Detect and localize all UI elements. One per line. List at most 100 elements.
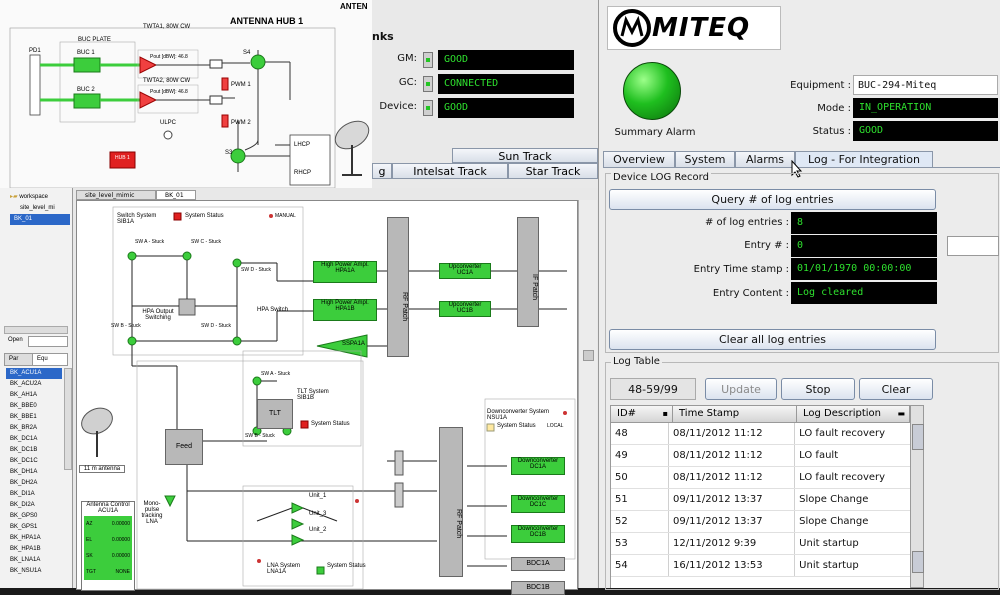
- equipment-list-item[interactable]: BK_HPA1B: [10, 546, 41, 552]
- equipment-list-item[interactable]: BK_AH1A: [10, 392, 38, 398]
- col-description[interactable]: Log Description ▬: [797, 406, 909, 422]
- hpa1a-box[interactable]: High Power Ampl. HPA1A: [313, 261, 377, 283]
- canvas-scrollbar-thumb[interactable]: [583, 350, 594, 361]
- unit1-label: Unit_1: [309, 493, 327, 499]
- equipment-list-item[interactable]: BK_DH2A: [10, 480, 38, 486]
- summary-alarm-led-icon: [623, 62, 681, 120]
- folder-icon: ▸▰: [10, 194, 18, 200]
- rf-patch-top[interactable]: RF Patch: [387, 217, 409, 357]
- tab-bk01[interactable]: BK_01: [156, 190, 196, 200]
- equipment-list-item[interactable]: BK_GPS1: [10, 524, 38, 530]
- tab-divider: [603, 167, 1000, 168]
- stop-button[interactable]: Stop: [781, 378, 855, 400]
- equipment-list-item[interactable]: BK_DI1A: [10, 491, 35, 497]
- equipment-list-item[interactable]: BK_DI2A: [10, 502, 35, 508]
- feed-box[interactable]: Feed: [165, 429, 203, 465]
- navigator-hscroll[interactable]: [4, 326, 68, 334]
- scrollbar-thumb[interactable]: [912, 424, 924, 450]
- equipment-list-scrollbar[interactable]: [64, 368, 72, 470]
- tab-alarms[interactable]: Alarms: [735, 151, 795, 167]
- tree-item-bk01[interactable]: BK_01: [10, 214, 70, 225]
- col-id[interactable]: ID#▪: [611, 406, 673, 422]
- antenna-dish-icon: [81, 407, 113, 457]
- device-panel: MITEQ Summary Alarm Equipment : BUC-294-…: [598, 0, 1000, 590]
- tree-item-site[interactable]: site_level_mi: [20, 205, 55, 211]
- query-log-button[interactable]: Query # of log entries: [609, 189, 936, 210]
- tab-cut[interactable]: g: [372, 163, 392, 179]
- sspa-label[interactable]: SSPA1A: [342, 341, 365, 347]
- hpa1b-box[interactable]: High Power Ampl. HPA1B: [313, 299, 377, 321]
- switch-status-label: System Status: [185, 213, 224, 219]
- table-cell: 54: [611, 554, 669, 577]
- dc1c-box[interactable]: Downconverter DC1C: [511, 495, 565, 513]
- log-table-header: ID#▪ Time Stamp Log Description ▬: [610, 405, 910, 423]
- entry-no-label: Entry # :: [744, 240, 789, 251]
- equipment-list-item[interactable]: BK_ACU2A: [10, 381, 42, 387]
- downconv-status-label: System Status: [497, 423, 536, 429]
- tree-workspace[interactable]: ▸▰ workspace: [6, 192, 48, 203]
- buc-plate-label: BUC PLATE: [78, 37, 111, 43]
- canvas-scrollbar[interactable]: [578, 200, 597, 588]
- hub1-label[interactable]: HUB 1: [115, 155, 130, 161]
- equipment-list-item[interactable]: BK_BR2A: [10, 425, 38, 431]
- tab-sun-track[interactable]: Sun Track: [452, 148, 598, 163]
- dc1b-box[interactable]: Downconverter DC1B: [511, 525, 565, 543]
- tlt-system-label: TLT System SIB1B: [297, 389, 329, 401]
- tab-system[interactable]: System: [675, 151, 735, 167]
- equipment-list-item[interactable]: BK_BBE0: [10, 403, 37, 409]
- equipment-list-item[interactable]: BK_GPS0: [10, 513, 38, 519]
- log-range: 48-59/99: [610, 378, 696, 400]
- equipment-list-item[interactable]: BK_DC1B: [10, 447, 38, 453]
- rf-patch-bottom[interactable]: RF Patch: [439, 427, 463, 577]
- col-timestamp[interactable]: Time Stamp: [673, 406, 797, 422]
- entry-time-value: 01/01/1970 00:00:00: [791, 258, 937, 280]
- equipment-list-item[interactable]: BK_DC1C: [10, 458, 38, 464]
- bdc1b-box[interactable]: BDC1B: [511, 581, 565, 595]
- log-table-scrollbar[interactable]: [910, 405, 924, 588]
- tab-log[interactable]: Log - For Integration: [795, 151, 933, 167]
- uc1a-box[interactable]: Upconverter UC1A: [439, 263, 491, 279]
- tab-site-level-mimic[interactable]: site_level_mimic: [76, 190, 156, 200]
- equipment-list-item[interactable]: BK_DC1A: [10, 436, 38, 442]
- tab-star-track[interactable]: Star Track: [508, 163, 598, 179]
- status-value: GOOD: [853, 121, 998, 141]
- equipment-list-item[interactable]: BK_ACU1A: [6, 368, 62, 379]
- if-patch[interactable]: IF Patch: [517, 217, 539, 327]
- uc1b-box[interactable]: Upconverter UC1B: [439, 301, 491, 317]
- update-button[interactable]: Update: [705, 378, 777, 400]
- antenna-label: 11 m antenna: [79, 465, 125, 473]
- tab-overview[interactable]: Overview: [603, 151, 675, 167]
- col-description-label: Log Description: [803, 408, 881, 419]
- scrollbar-thumb-2[interactable]: [912, 551, 924, 573]
- equipment-list-item[interactable]: BK_NSU1A: [10, 568, 42, 574]
- equipment-list-item[interactable]: BK_BBE1: [10, 414, 37, 420]
- clear-table-button[interactable]: Clear: [859, 378, 933, 400]
- dc1a-box[interactable]: Downconverter DC1A: [511, 457, 565, 475]
- hub-cut-title: ANTEN: [340, 2, 368, 11]
- sort-icon: ▪: [662, 409, 668, 418]
- entry-no-input[interactable]: [947, 236, 999, 256]
- clear-log-button[interactable]: Clear all log entries: [609, 329, 936, 350]
- summary-alarm-label: Summary Alarm: [614, 127, 696, 138]
- equipment-list-item[interactable]: BK_LNA1A: [10, 557, 41, 563]
- tab-intelsat-track[interactable]: Intelsat Track: [392, 163, 508, 179]
- equipment-list-item[interactable]: BK_DH1A: [10, 469, 38, 475]
- equipment-list-item[interactable]: BK_HPA1A: [10, 535, 41, 541]
- sort-desc-icon: ▬: [897, 409, 905, 418]
- open-input[interactable]: [28, 336, 68, 347]
- table-cell: 51: [611, 488, 669, 511]
- pwm2-label: PWM 2: [231, 120, 251, 126]
- panel-tab-equ[interactable]: Equ: [32, 353, 68, 366]
- bdc1a-box[interactable]: BDC1A: [511, 557, 565, 571]
- tlt-box[interactable]: TLT: [257, 399, 293, 429]
- table-cell: Unit startup: [794, 554, 911, 577]
